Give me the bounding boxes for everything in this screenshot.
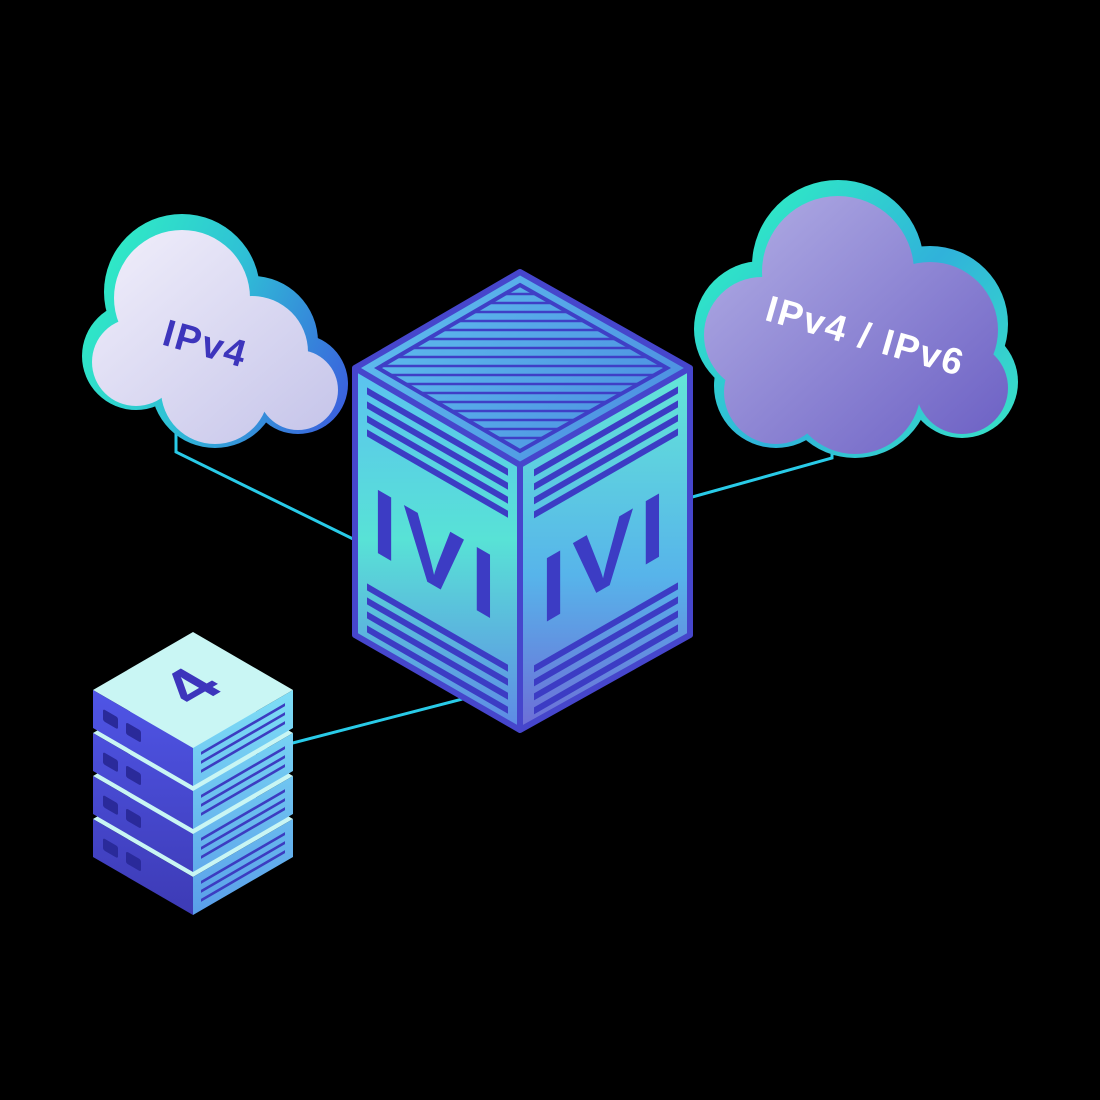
server-unit-1-slots — [103, 709, 141, 742]
server-unit-4-slots — [103, 838, 141, 871]
server-unit-3-slots — [103, 795, 141, 828]
box-left-face-vent-stripes — [367, 387, 508, 714]
ipv4-server-stack: 4 — [93, 632, 293, 915]
server-unit-1-vents — [201, 703, 285, 773]
box-top-inset-border — [374, 282, 672, 454]
ivi-translator-box: IVI IVI — [352, 269, 693, 733]
server-unit-1: 4 — [93, 632, 293, 786]
server-unit-4-vents — [201, 832, 285, 902]
ipv4-ipv6-cloud-front-layer — [704, 196, 1008, 454]
ipv4-cloud-front-layer — [92, 230, 338, 444]
ipv4-ipv6-cloud: IPv4 / IPv6 — [694, 180, 1018, 458]
ipv4-cloud: IPv4 — [82, 214, 348, 448]
server-unit-1-left — [93, 690, 193, 786]
server-unit-4-left — [93, 819, 193, 915]
server-unit-2-left — [93, 733, 193, 829]
server-unit-2-slots — [103, 752, 141, 785]
server-unit-3-vents — [201, 789, 285, 859]
box-right-face-vent-stripes — [534, 386, 678, 715]
server-unit-3-left — [93, 776, 193, 872]
box-edges — [352, 269, 693, 733]
server-unit-2-vents — [201, 746, 285, 816]
